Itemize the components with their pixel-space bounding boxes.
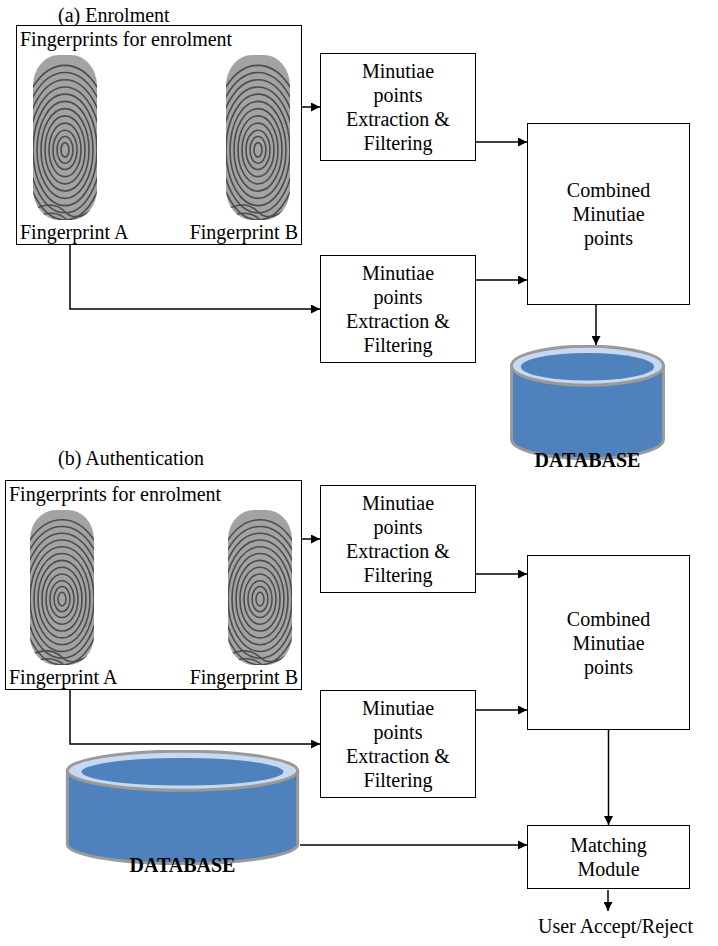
fingerprint-image (14, 510, 110, 679)
connector-arrow (608, 730, 610, 825)
node-text: Minutiae points Extraction & Filtering (339, 261, 457, 357)
input-panel: Fingerprints for enrolmentFingerprint AF… (5, 480, 302, 690)
fingerprint-image (210, 55, 306, 234)
node-text: Minutiae points Extraction & Filtering (339, 491, 457, 587)
fingerprint-caption: Fingerprint A (20, 220, 128, 244)
connector-arrow (70, 245, 320, 309)
connector-arrow (476, 709, 527, 711)
subfigure-label: (b) Authentication (58, 446, 204, 470)
database-cylinder: DATABASE (65, 750, 300, 865)
database-cylinder: DATABASE (510, 345, 665, 460)
connector-arrow (595, 305, 597, 345)
node-text: Minutiae points Extraction & Filtering (339, 59, 457, 155)
process-box: Minutiae points Extraction & Filtering (320, 485, 476, 593)
fingerprint-caption: Fingerprint B (190, 220, 298, 244)
connector-arrow (302, 106, 320, 108)
connector-arrow (70, 690, 320, 744)
connector-arrow (302, 538, 320, 540)
node-text: Combined Minutiae points (550, 607, 668, 679)
connector-arrow (476, 573, 527, 575)
process-box: Combined Minutiae points (527, 123, 690, 305)
panel-heading: Fingerprints for enrolment (20, 27, 298, 51)
connector-arrow (476, 279, 527, 281)
output-arrow (607, 890, 609, 911)
panel-heading: Fingerprints for enrolment (9, 482, 298, 506)
caption-row: Fingerprint A Fingerprint B (20, 220, 298, 244)
process-box: Minutiae points Extraction & Filtering (320, 53, 476, 161)
database-label: DATABASE (535, 448, 641, 472)
input-panel: Fingerprints for enrolmentFingerprint AF… (16, 25, 302, 245)
node-text: Combined Minutiae points (550, 178, 668, 250)
fingerprint-image (212, 510, 308, 679)
connector-arrow (300, 844, 527, 846)
database-cylinder-shape (510, 345, 665, 460)
database-cylinder-shape (65, 750, 300, 865)
fingerprint-image (17, 55, 113, 234)
caption-row: Fingerprint A Fingerprint B (9, 665, 298, 689)
fingerprint-caption: Fingerprint B (190, 665, 298, 689)
process-box: Matching Module (527, 825, 690, 889)
output-label: User Accept/Reject (538, 914, 693, 938)
process-box: Minutiae points Extraction & Filtering (320, 255, 476, 363)
node-text: Minutiae points Extraction & Filtering (339, 696, 457, 792)
database-label: DATABASE (130, 853, 236, 877)
process-box: Minutiae points Extraction & Filtering (320, 690, 476, 798)
connector-arrow (476, 141, 527, 143)
fingerprint-caption: Fingerprint A (9, 665, 117, 689)
node-text: Matching Module (550, 833, 668, 881)
process-box: Combined Minutiae points (527, 555, 690, 730)
subfigure-label: (a) Enrolment (58, 3, 170, 27)
